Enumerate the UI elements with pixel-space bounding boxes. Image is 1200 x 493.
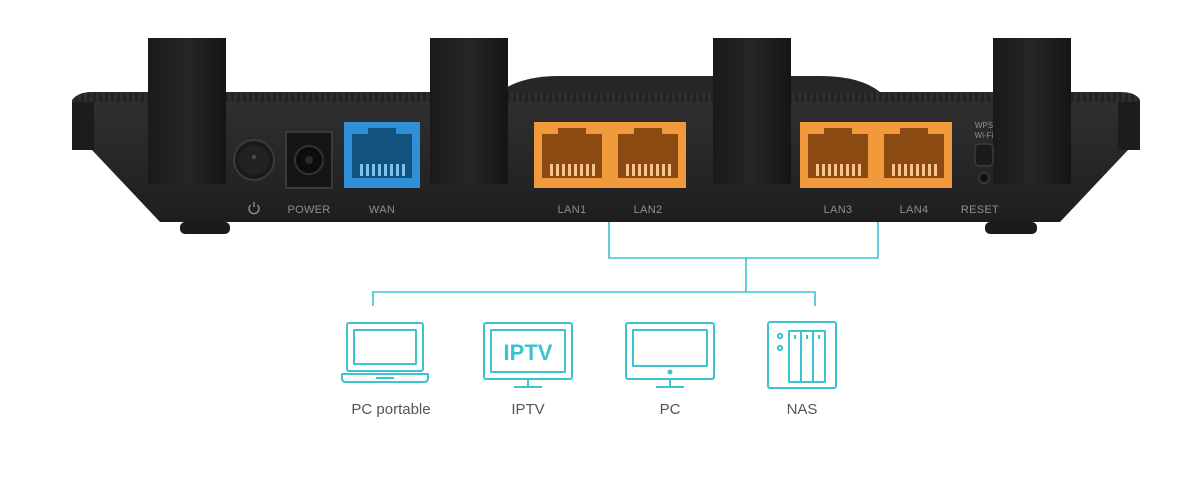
wifi-label: Wi-Fi [975, 131, 994, 140]
wps-wifi-button[interactable] [974, 143, 994, 167]
tv-icon [483, 322, 573, 388]
antennas [148, 38, 1071, 184]
wps-label: WPS [975, 121, 993, 130]
router-foot-left [180, 222, 230, 234]
wan-label: WAN [369, 204, 395, 216]
power-label: POWER [287, 204, 330, 216]
monitor-icon [625, 322, 715, 388]
reset-hole[interactable] [978, 172, 990, 184]
antenna-3 [713, 38, 791, 184]
lan1-port[interactable] [534, 122, 610, 188]
power-symbol-icon [248, 202, 260, 215]
power-button[interactable] [233, 139, 275, 181]
device-bracket [372, 291, 816, 306]
laptop-icon [341, 322, 429, 383]
antenna-1 [148, 38, 226, 184]
antenna-4 [993, 38, 1071, 184]
lan-bracket [608, 222, 879, 259]
device-label-nas: NAS [786, 401, 818, 418]
device-label-iptv: IPTV [511, 401, 545, 418]
device-label-pc: PC [659, 401, 681, 418]
router-foot-right [985, 222, 1037, 234]
nas-icon [767, 321, 837, 389]
lan2-label: LAN2 [634, 204, 663, 216]
device-label-laptop: PC portable [351, 401, 431, 418]
lan2-port[interactable] [610, 122, 686, 188]
lan3-port[interactable] [800, 122, 876, 188]
lan-connector-lines [372, 222, 879, 306]
lan4-port[interactable] [876, 122, 952, 188]
power-jack[interactable] [285, 131, 333, 189]
lan4-label: LAN4 [900, 204, 929, 216]
lan3-label: LAN3 [824, 204, 853, 216]
reset-label: RESET [961, 204, 999, 216]
tv-screen-text: IPTV [504, 340, 553, 365]
antenna-2 [430, 38, 508, 184]
lan1-label: LAN1 [558, 204, 587, 216]
wan-port[interactable] [344, 122, 420, 188]
